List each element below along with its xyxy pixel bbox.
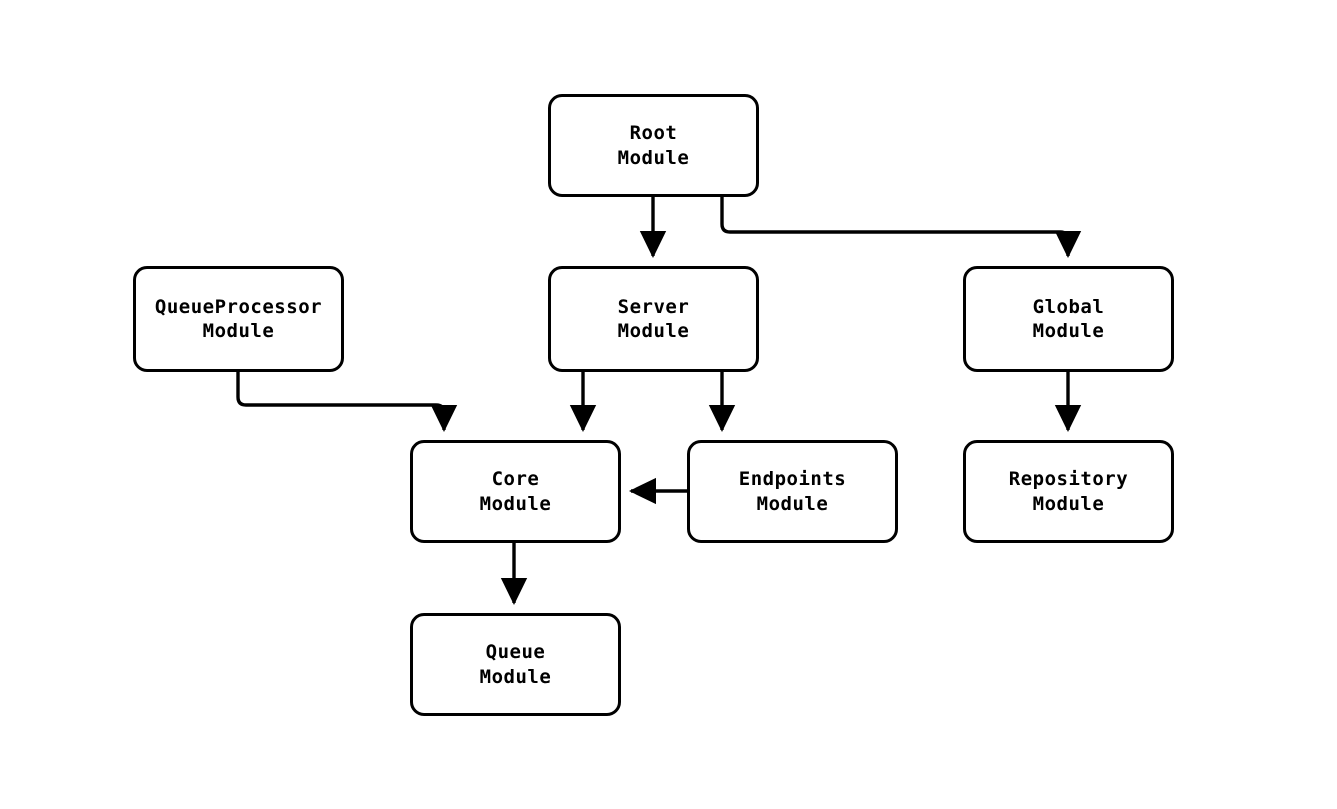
node-repository-module-suffix: Module bbox=[1032, 492, 1105, 515]
node-server-module[interactable]: Server Module bbox=[548, 266, 759, 372]
node-global-module-name: Global bbox=[1032, 295, 1105, 318]
edge-root-to-global bbox=[720, 197, 1082, 259]
node-queue-module-suffix: Module bbox=[479, 665, 552, 688]
node-endpoints-module[interactable]: Endpoints Module bbox=[687, 440, 898, 543]
node-queueprocessor-module-suffix: Module bbox=[202, 320, 275, 342]
node-core-module-suffix: Module bbox=[479, 492, 552, 515]
node-server-module-suffix: Module bbox=[617, 320, 690, 342]
node-root-module-suffix: Module bbox=[617, 146, 690, 169]
node-endpoints-module-name: Endpoints bbox=[738, 468, 847, 491]
node-root-module-name: Root bbox=[629, 122, 678, 145]
node-core-module-name: Core bbox=[491, 468, 540, 491]
node-endpoints-module-suffix: Module bbox=[756, 492, 829, 515]
node-queueprocessor-module[interactable]: QueueProcessor Module bbox=[133, 266, 344, 372]
node-global-module[interactable]: Global Module bbox=[963, 266, 1174, 372]
node-root-module[interactable]: Root Module bbox=[548, 94, 759, 197]
node-queueprocessor-module-name: QueueProcessor bbox=[154, 295, 323, 318]
node-queue-module-name: Queue bbox=[485, 641, 546, 664]
node-repository-module-name: Repository bbox=[1008, 468, 1129, 491]
node-server-module-name: Server bbox=[617, 295, 690, 318]
node-repository-module[interactable]: Repository Module bbox=[963, 440, 1174, 543]
node-core-module[interactable]: Core Module bbox=[410, 440, 621, 543]
node-queue-module[interactable]: Queue Module bbox=[410, 613, 621, 716]
node-global-module-suffix: Module bbox=[1032, 320, 1105, 342]
edge-queueprocessor-to-core bbox=[236, 372, 458, 433]
